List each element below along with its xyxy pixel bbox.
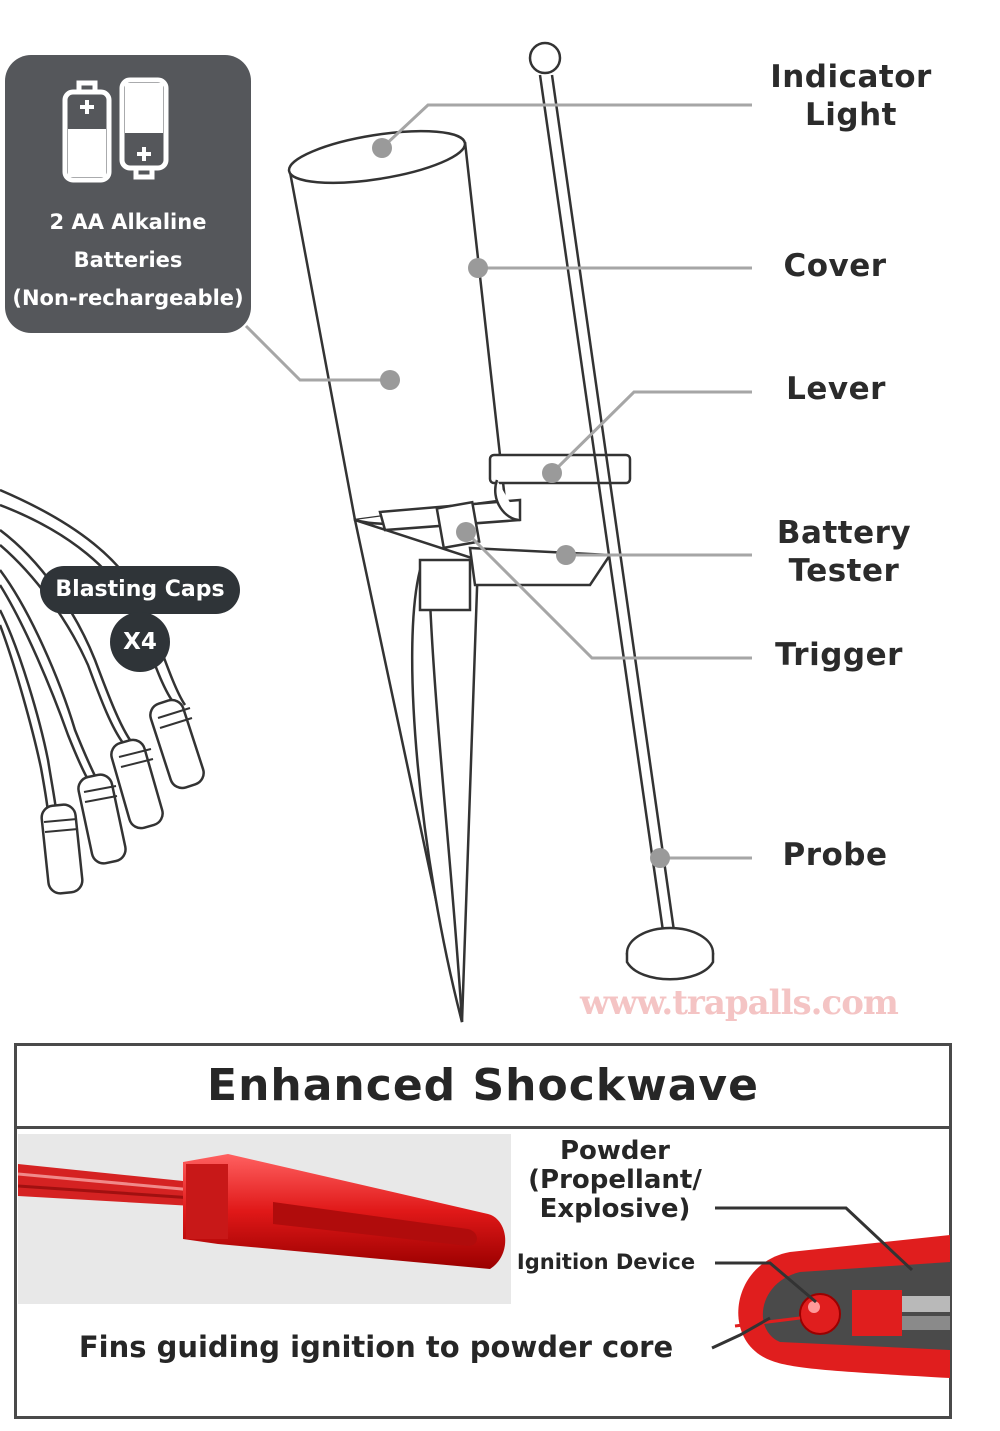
- label-tester-line-2: Tester: [788, 553, 900, 589]
- leader-lines: [244, 103, 752, 860]
- label-indicator-line-2: Light: [805, 97, 897, 133]
- label-trigger: Trigger: [775, 637, 903, 673]
- blasting-caps-drawing: [0, 488, 205, 895]
- label-powder-line-2: (Propellant/: [528, 1165, 702, 1195]
- label-cover: Cover: [783, 248, 887, 284]
- battery-callout: 2 AA Alkaline Batteries (Non-rechargeabl…: [5, 55, 251, 333]
- label-tester-line-1: Battery: [776, 515, 912, 551]
- blasting-caps-label: Blasting Caps: [40, 566, 240, 614]
- panel-title: Enhanced Shockwave: [17, 1046, 949, 1129]
- label-indicator-light: Indicator Light: [765, 58, 937, 134]
- leader-dots: [372, 138, 670, 868]
- label-powder: Powder (Propellant/ Explosive): [515, 1137, 715, 1224]
- battery-line-1: 2 AA Alkaline: [49, 210, 207, 234]
- label-fins: Fins guiding ignition to powder core: [78, 1330, 674, 1364]
- red-cap-photo: [17, 1154, 506, 1269]
- label-probe: Probe: [782, 837, 888, 873]
- battery-description: 2 AA Alkaline Batteries (Non-rechargeabl…: [5, 203, 251, 317]
- watermark: www.trapalls.com: [580, 983, 899, 1023]
- label-ignition-device: Ignition Device: [516, 1250, 696, 1274]
- cap-photo: [17, 1134, 511, 1304]
- probe-drawing: [528, 41, 715, 981]
- stake-drawing: [353, 518, 480, 1023]
- aa-batteries-icon: [62, 77, 169, 183]
- blasting-caps-count: X4: [110, 612, 170, 672]
- battery-line-3: (Non-rechargeable): [12, 286, 244, 310]
- label-battery-tester: Battery Tester: [770, 514, 918, 590]
- battery-line-2: Batteries: [73, 248, 183, 272]
- label-lever: Lever: [786, 371, 886, 407]
- label-powder-line-1: Powder: [559, 1136, 670, 1166]
- label-powder-line-3: Explosive): [539, 1194, 691, 1224]
- label-indicator-line-1: Indicator: [770, 59, 932, 95]
